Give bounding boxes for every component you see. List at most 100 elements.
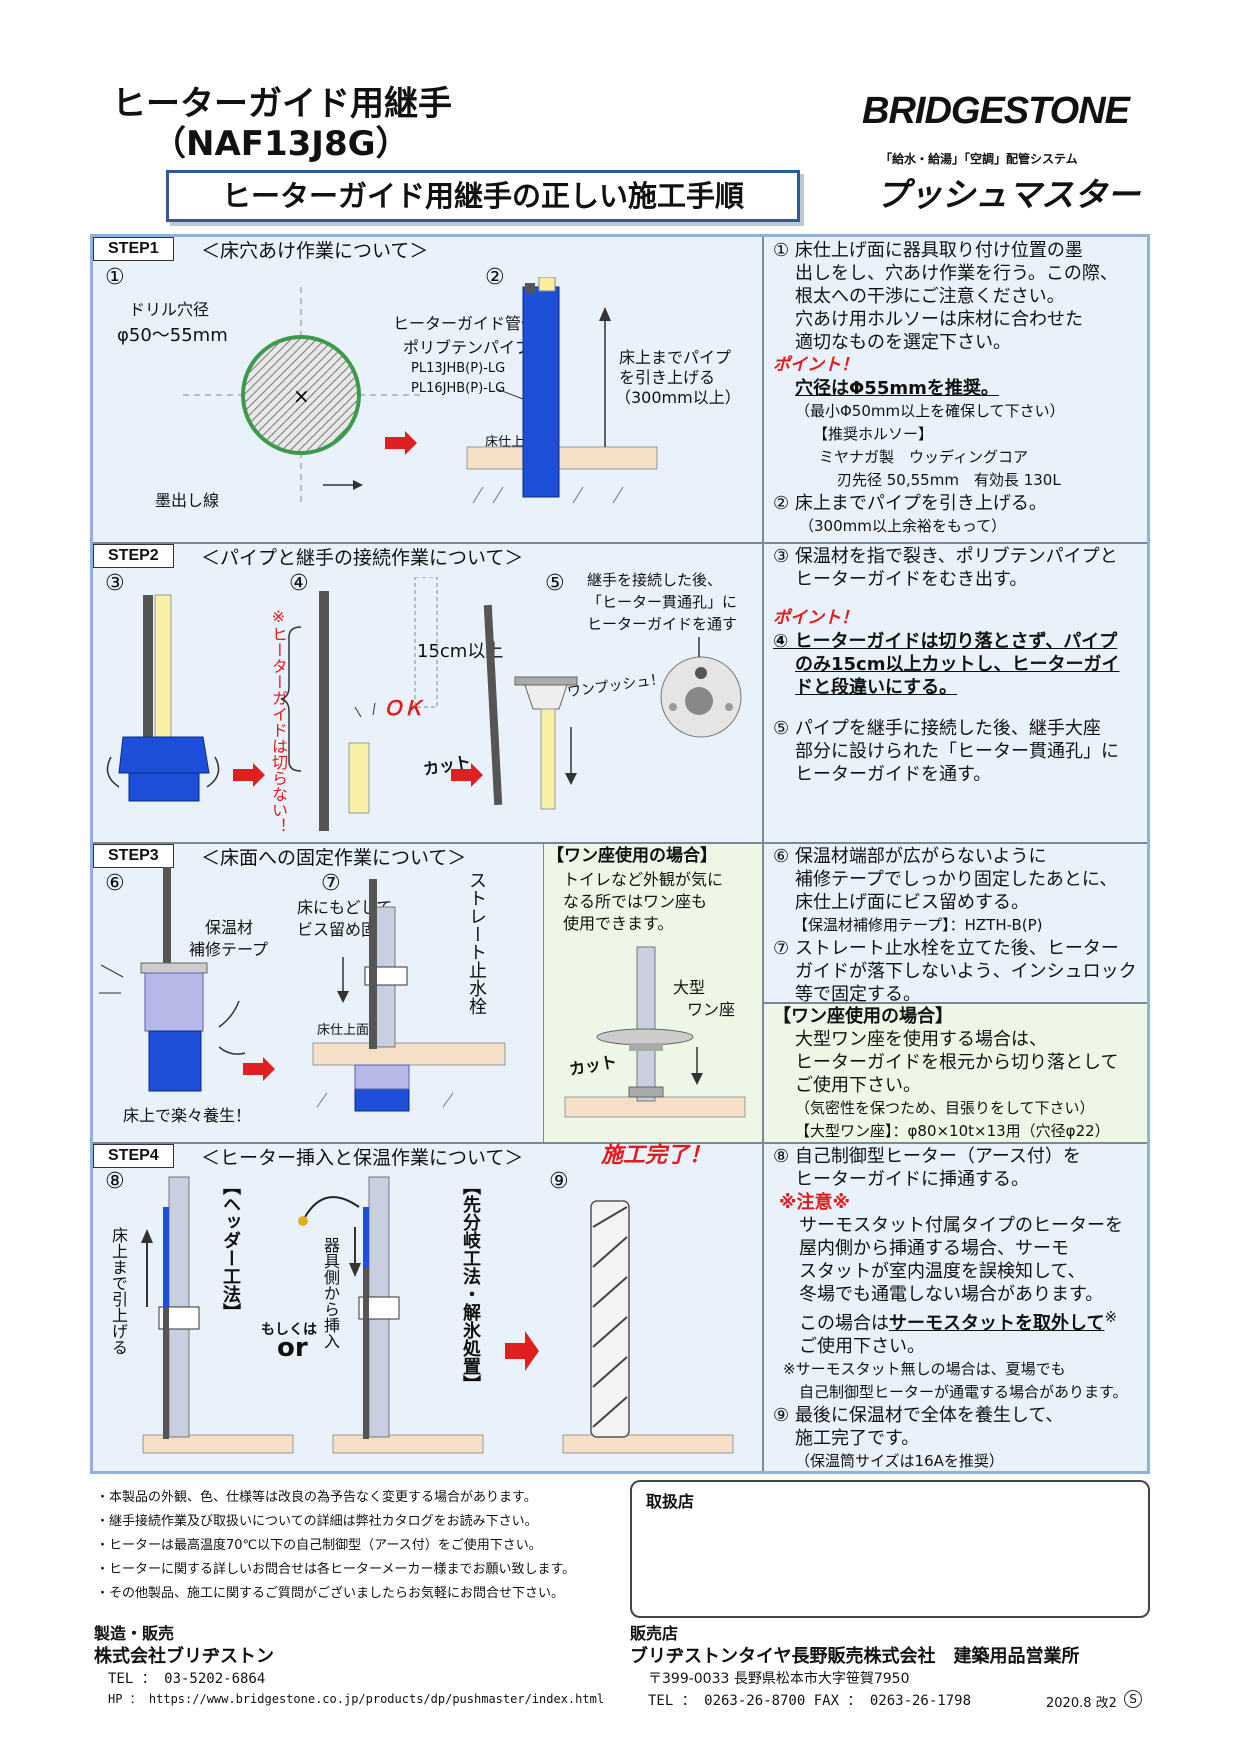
seller-tel: TEL ： 0263-26-8700 FAX ： 0263-26-1798 [648, 1693, 972, 1709]
instruction-line: 床仕上げ面にビス留めする。 [795, 892, 1029, 913]
caution-note: 自己制御型ヒーターが通電する場合があります。 [799, 1383, 1128, 1401]
drill-hole-figure: × [183, 287, 423, 507]
step2-label: STEP2 [93, 544, 174, 568]
large-label: 大型 [673, 978, 706, 997]
row-divider [93, 1142, 1147, 1144]
maker-tel: TEL ： 03-5202-6864 [108, 1671, 266, 1687]
step1-label: STEP1 [93, 237, 174, 261]
pipe-code: PL13JHB(P)-LG [411, 361, 506, 376]
step-number: ⑨ [549, 1169, 569, 1194]
seller-heading: 販売店 [630, 1624, 679, 1643]
step3-label: STEP3 [93, 844, 174, 868]
instruction-line: ⑧ 自己制御型ヒーター（アース付）を [773, 1146, 1081, 1167]
no-cut-note: ※ヒーターガイドは切らない！ [269, 607, 288, 834]
instruction-line: ④ ヒーターガイドは切り落とさず、パイプ [773, 631, 1118, 652]
footnote-mark: ※ [1104, 1308, 1118, 1326]
wan-text: なる所ではワン座も [563, 892, 708, 911]
footer-note: ・本製品の外観、色、仕様等は改良の為予告なく変更する場合があります。 [96, 1490, 537, 1505]
or-label: or [277, 1333, 308, 1363]
step3-right-divider [762, 1002, 1147, 1004]
caution-line: この場合はサーモスタットを取外して※ [773, 1306, 1128, 1335]
brand-subtitle: 「給水・給湯」「空調」配管システム [880, 152, 1078, 166]
instruction-line: 根太への干渉にご注意ください。 [795, 286, 1065, 307]
instruction-8-9: ⑧ 自己制御型ヒーター（アース付）を ヒーターガイドに挿通する。 ※注意※ サー… [773, 1145, 1128, 1473]
instruction-1: ① 床仕上げ面に器具取り付け位置の墨 出しをし、穴あけ作業を行う。この際、 根太… [773, 239, 1118, 538]
header-method-label: 【ヘッダー工法】 [220, 1177, 241, 1321]
caution-line: スタットが室内温度を誤検知して、 [799, 1261, 1086, 1282]
step1-heading: ＜床穴あけ作業について＞ [201, 240, 429, 262]
caution-line: 屋内側から挿通する場合、サーモ [799, 1238, 1069, 1259]
caution-line: ご使用下さい。 [799, 1336, 925, 1357]
instruction-line: 適切なものを選定下さい。 [795, 332, 1011, 353]
straight-valve-label: ストレート止水栓 [466, 871, 487, 1015]
seller-name: ブリヂストンタイヤ長野販売株式会社 建築用品営業所 [630, 1646, 1080, 1667]
caution-text: この場合は [799, 1313, 889, 1334]
instruction-line: （最小Φ50mm以上を確保して下さい） [795, 402, 1065, 420]
wan-instruction: 【ワン座使用の場合】 大型ワン座を使用する場合は、 ヒーターガイドを根元から切り… [773, 1005, 1118, 1143]
instruction-6-7: ⑥ 保温材端部が広がらないように 補修テープでしっかり固定したあとに、 床仕上げ… [773, 845, 1137, 1006]
pull-up-label: 床上まで引上げる [109, 1227, 128, 1355]
instruction-line: （300mm以上余裕をもって） [799, 517, 1007, 535]
instruction-line: ヒーターガイドを通す。 [795, 764, 992, 785]
instruction-line: （気密性を保つため、目張りをして下さい） [795, 1099, 1095, 1117]
pipe-connection-figure [106, 577, 742, 831]
instruction-line: 補修テープでしっかり固定したあとに、 [795, 869, 1118, 890]
easy-label: 床上で楽々養生！ [123, 1106, 252, 1125]
step-number: ② [485, 265, 505, 290]
callout: 「ヒーター貫通孔」に [587, 593, 738, 611]
instruction-line: ドと段違いにする。 [795, 677, 958, 698]
recommend-line: 穴径はΦ55mmを推奨。 [795, 378, 999, 399]
step-number: ⑤ [545, 571, 565, 596]
instruction-3-5: ③ 保温材を指で裂き、ポリブテンパイプと ヒーターガイドをむき出す。 ポイント！… [773, 545, 1119, 786]
point-label: ポイント！ [773, 355, 858, 375]
footer-note: ・ヒーターに関する詳しいお問合せは各ヒーターメーカー様までお願い致します。 [96, 1562, 576, 1577]
maker-hp-link[interactable]: HP ： https://www.bridgestone.co.jp/produ… [108, 1692, 605, 1706]
row-divider [93, 842, 1147, 844]
caution-note: ※サーモスタット無しの場合は、夏場でも [783, 1360, 1066, 1378]
instruction-line: ガイドが落下しないよう、インシュロック [795, 961, 1137, 982]
insulation-label: 保温材 [205, 918, 254, 937]
caution-line: 冬場でも通電しない場合があります。 [799, 1284, 1104, 1305]
mark-line-label: 墨出し線 [155, 491, 220, 510]
revision-date: 2020.8 改2 [1046, 1696, 1117, 1711]
instruction-line: ヒーターガイドに挿通する。 [795, 1169, 1029, 1190]
holesaw-heading: 【推奨ホルソー】 [813, 425, 934, 443]
pipe-label: ヒーターガイド管付 [393, 314, 538, 333]
column-divider [762, 237, 764, 1471]
instruction-line: ⑨ 最後に保温材で全体を養生して、 [773, 1405, 1064, 1426]
step-number: ⑥ [105, 871, 125, 896]
caution-emphasis: サーモスタットを取外して [889, 1313, 1105, 1334]
holesaw-line: 刃先径 50,55mm 有効長 130L [837, 471, 1061, 489]
pull-label: を引き上げる [619, 368, 716, 387]
tape-label: 補修テープ [189, 940, 269, 959]
s-mark-icon: S [1124, 1690, 1142, 1708]
wan-right-panel [764, 1004, 1147, 1142]
title-line-1: ヒーターガイド用継手 [112, 84, 452, 124]
tape-code: 【保温材補修用テープ】：HZTH-B(P) [793, 916, 1043, 934]
pipe-label: ポリブテンパイプ [403, 338, 532, 357]
or-small-label: もしくは [261, 1322, 317, 1338]
seller-address: 〒399-0033 長野県松本市大字笹賀7950 [648, 1671, 910, 1687]
instruction-line: 部分に設けられた「ヒーター貫通孔」に [795, 741, 1119, 762]
floor-label: 床仕上面 [317, 1023, 370, 1038]
instruction-line: 施工完了です。 [795, 1428, 920, 1449]
instruction-line: ③ 保温材を指で裂き、ポリブテンパイプと [773, 546, 1118, 567]
step-number: ④ [289, 571, 309, 596]
callout: 継手を接続した後、 [587, 571, 723, 589]
instruction-line: 等で固定する。 [795, 984, 921, 1005]
instruction-line: のみ15cm以上カットし、ヒーターガイ [795, 654, 1120, 675]
wan-text: 使用できます。 [563, 914, 674, 933]
instruction-line: 穴あけ用ホルソーは床材に合わせた [795, 309, 1083, 330]
instruction-line: ⑥ 保温材端部が広がらないように [773, 846, 1047, 867]
drill-label: ドリル穴径 [129, 300, 210, 319]
instruction-line: ご使用下さい。 [795, 1075, 921, 1096]
done-label: 施工完了！ [601, 1143, 712, 1168]
store-box: 取扱店 [630, 1480, 1150, 1618]
holesaw-line: ミヤナガ製 ウッディングコア [819, 448, 1028, 466]
brand-logo: BRIDGESTONE [862, 90, 1130, 132]
maker-name: 株式会社ブリヂストン [94, 1646, 274, 1667]
step-number: ③ [105, 571, 125, 596]
branch-method-label: 【先分岐工法・解氷処置】 [460, 1177, 481, 1393]
ok-label: ＯＫ [383, 696, 423, 720]
instruction-line: ヒーターガイドをむき出す。 [795, 569, 1028, 590]
